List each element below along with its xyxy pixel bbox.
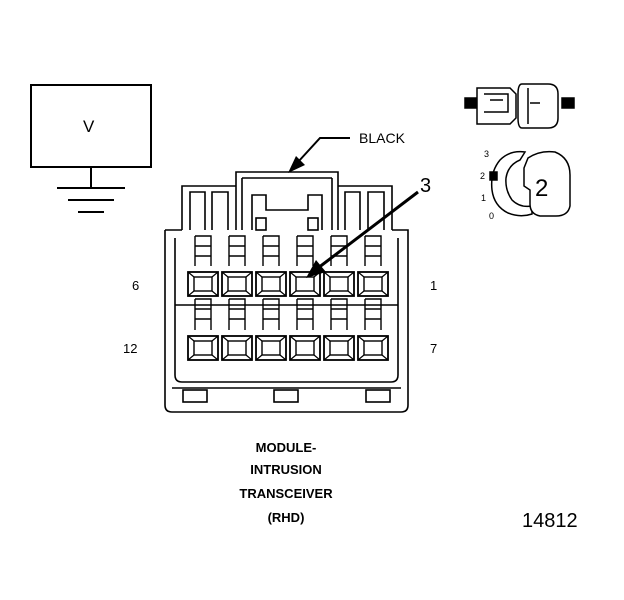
pin-cavity bbox=[289, 298, 321, 361]
figure-number: 14812 bbox=[522, 510, 578, 532]
title-line-2: INTRUSION bbox=[250, 462, 322, 477]
ground-symbol-icon bbox=[57, 187, 125, 213]
lock-rotation-view bbox=[489, 150, 571, 217]
callout-arrow-icon bbox=[306, 190, 419, 278]
callout-number-3: 3 bbox=[420, 175, 432, 197]
color-leader-arrow-icon bbox=[288, 137, 350, 173]
pin-label-top-right: 1 bbox=[430, 278, 438, 293]
inset-scale-3: 3 bbox=[484, 149, 490, 159]
voltage-box bbox=[30, 84, 152, 188]
pin-cavity bbox=[323, 298, 355, 361]
connector-color-label: BLACK bbox=[359, 130, 405, 146]
terminal-side-view bbox=[464, 83, 575, 129]
connector-body bbox=[164, 171, 409, 413]
pin-cavity bbox=[187, 298, 219, 361]
pin-cavity bbox=[357, 298, 389, 361]
pin-cavity bbox=[255, 235, 287, 297]
callout-number-2: 2 bbox=[535, 175, 549, 202]
pin-label-top-left: 6 bbox=[132, 278, 140, 293]
voltage-label: V bbox=[83, 117, 95, 136]
pin-cavity bbox=[255, 298, 287, 361]
pin-cavity bbox=[187, 235, 219, 297]
inset-scale-2: 2 bbox=[480, 171, 486, 181]
pin-cavity bbox=[221, 298, 253, 361]
title-line-3: TRANSCEIVER bbox=[239, 486, 333, 501]
pin-cavity bbox=[221, 235, 253, 297]
inset-scale-0: 0 bbox=[489, 211, 495, 221]
pin-label-bottom-left: 12 bbox=[123, 341, 138, 356]
title-line-1: MODULE- bbox=[255, 440, 317, 455]
pin-label-bottom-right: 7 bbox=[430, 341, 438, 356]
title-line-4: (RHD) bbox=[267, 510, 305, 525]
pin-cavity bbox=[357, 235, 389, 297]
pin-cavities bbox=[187, 235, 389, 361]
inset-scale-1: 1 bbox=[481, 193, 487, 203]
pin-cavity bbox=[323, 235, 355, 297]
